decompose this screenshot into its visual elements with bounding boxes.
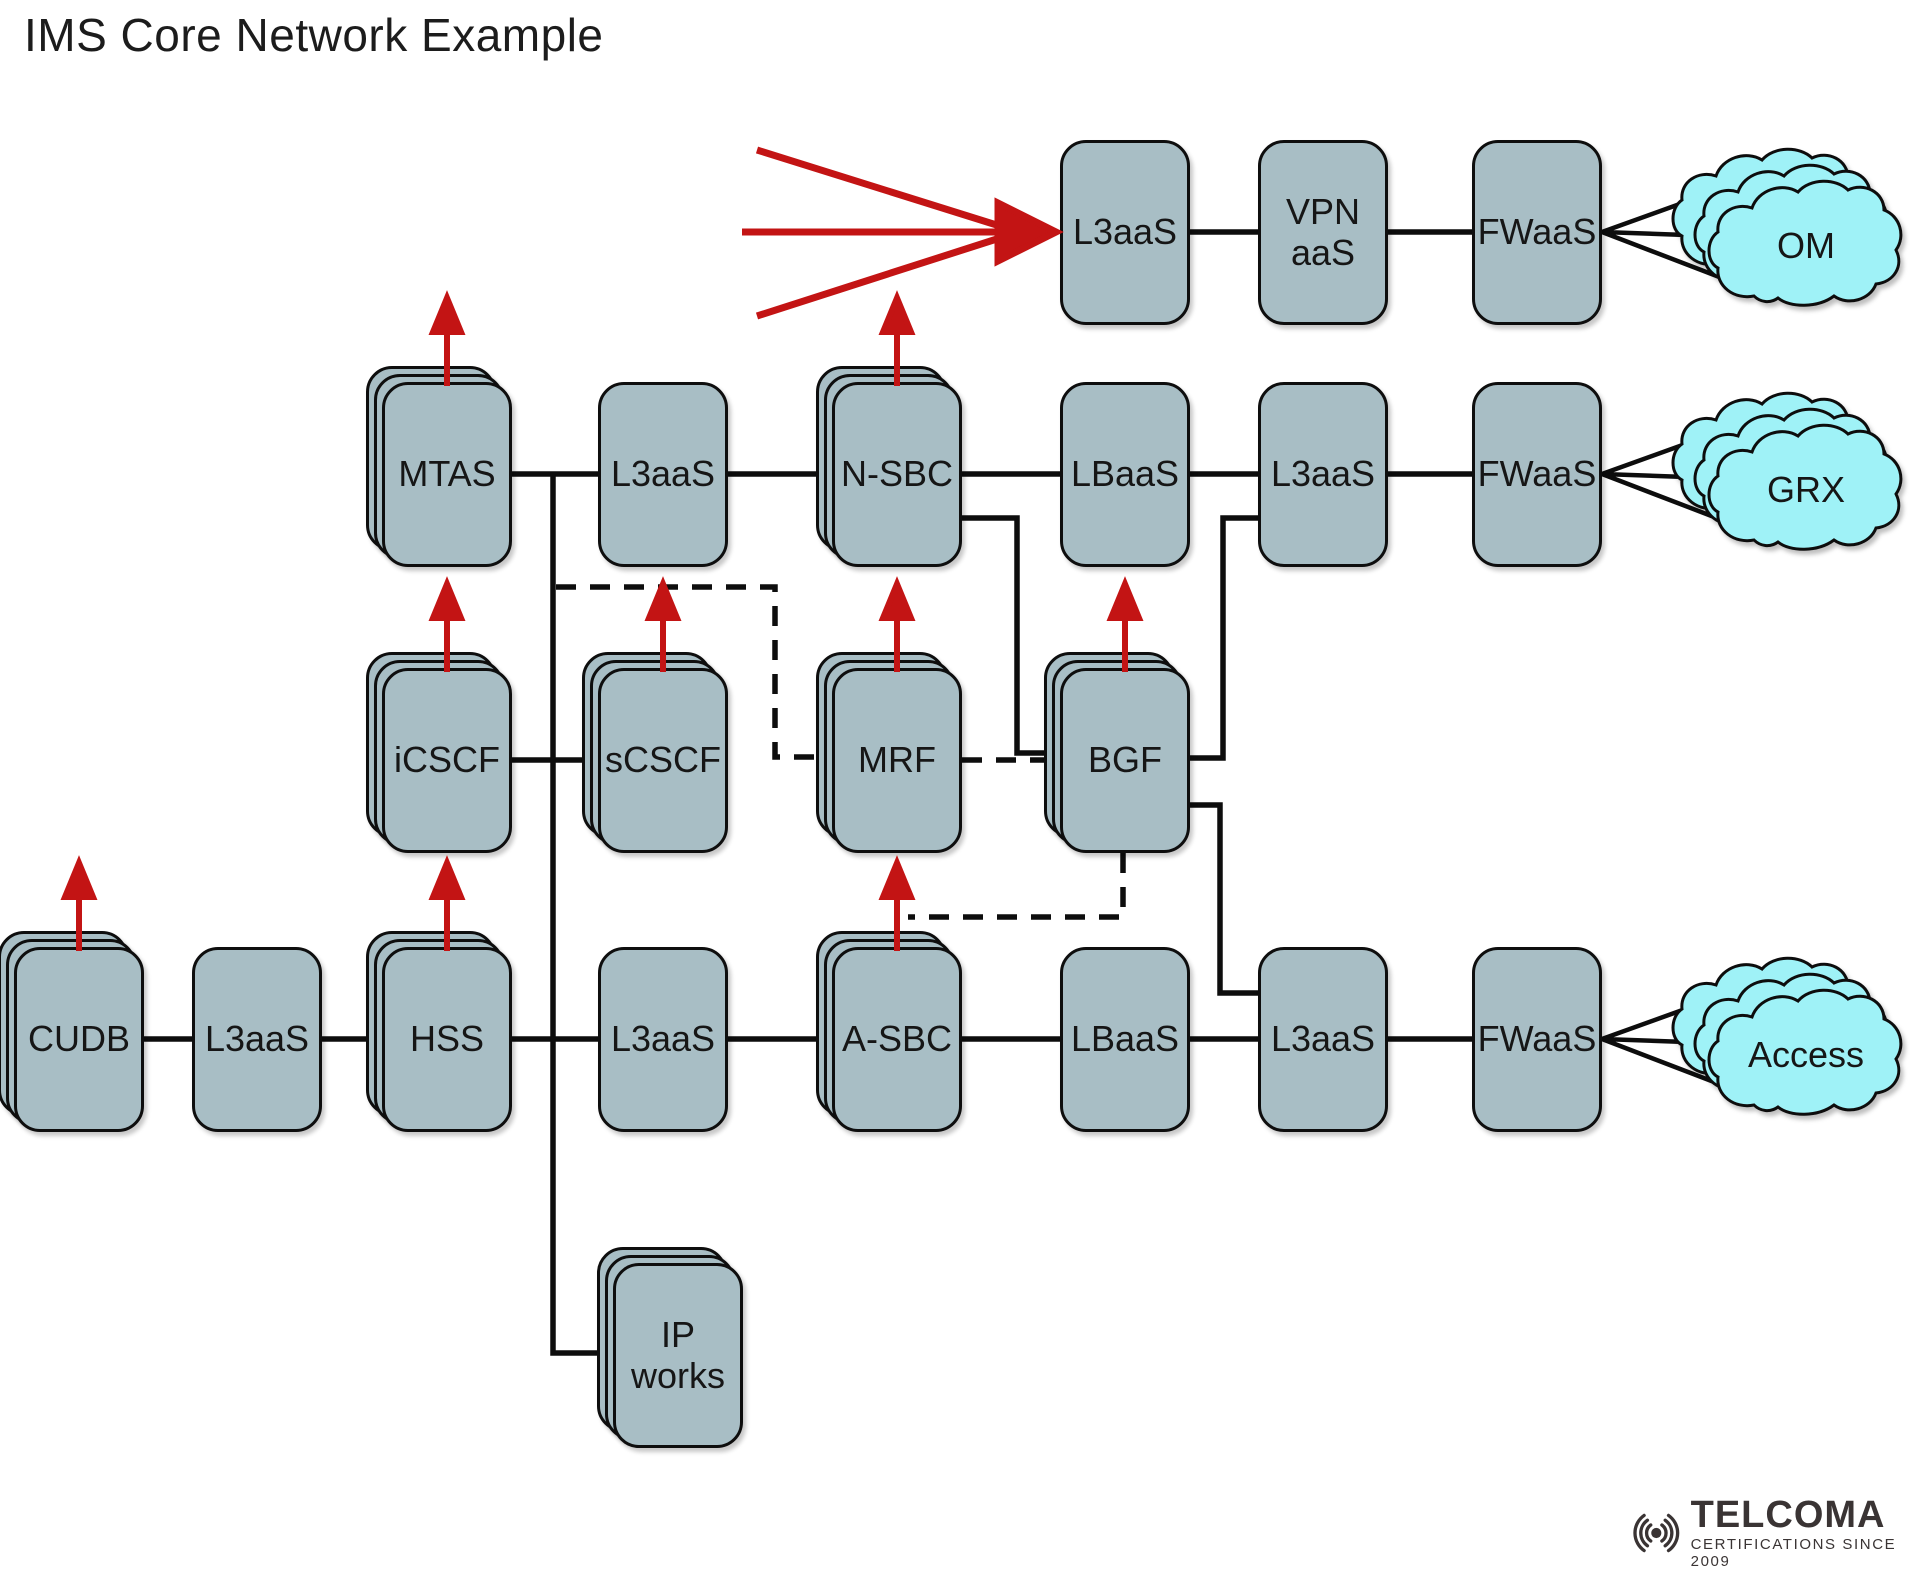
node-face: MTAS	[382, 382, 512, 567]
node-face: A-SBC	[832, 947, 962, 1132]
node-label: FWaaS	[1477, 211, 1597, 253]
node-label: L3aaS	[1072, 211, 1178, 253]
node-label: BGF	[1087, 739, 1162, 781]
node-label: MTAS	[398, 453, 496, 495]
node-nsbc: N-SBC	[816, 366, 962, 567]
node-label: L3aaS	[610, 453, 716, 495]
node-ipworks: IP works	[597, 1247, 743, 1448]
node-label: LBaaS	[1070, 1018, 1180, 1060]
node-label: LBaaS	[1070, 453, 1180, 495]
node-face: LBaaS	[1060, 382, 1190, 567]
fan-access	[1601, 1000, 1723, 1088]
node-fwaas-1: FWaaS	[1472, 140, 1602, 325]
node-mrf: MRF	[816, 652, 962, 853]
node-l3aas-c: L3aaS	[598, 947, 728, 1132]
om-cloud	[1671, 147, 1903, 307]
node-label: iCSCF	[394, 739, 500, 781]
logo-brand-text: TELCOMA	[1690, 1494, 1886, 1536]
node-hss: HSS	[366, 931, 512, 1132]
om-cloud-label: OM	[1777, 225, 1835, 266]
grx-cloud-label: GRX	[1767, 469, 1845, 510]
node-bgf: BGF	[1044, 652, 1190, 853]
fan-grx	[1601, 435, 1723, 523]
cloud-fan-lines	[1601, 193, 1723, 1088]
node-l3aas-d: L3aaS	[1258, 382, 1388, 567]
connector-bgf-l3aas-bottom	[1190, 802, 1258, 996]
ingress-arrow	[742, 146, 1064, 320]
node-vpnaas: VPN aaS	[1258, 140, 1388, 325]
node-face: IP works	[613, 1263, 743, 1448]
node-label: MRF	[858, 739, 936, 781]
node-face: L3aaS	[1258, 947, 1388, 1132]
node-face: iCSCF	[382, 668, 512, 853]
node-label: IP works	[630, 1314, 725, 1396]
access-cloud-label: Access	[1748, 1034, 1864, 1075]
connector-trunk-to-ipworks	[550, 474, 613, 1356]
grx-cloud	[1671, 391, 1903, 551]
node-label: CUDB	[27, 1018, 130, 1060]
node-face: L3aaS	[1060, 140, 1190, 325]
access-cloud	[1671, 956, 1903, 1116]
logo-tagline: CERTIFICATIONS SINCE 2009	[1690, 1536, 1897, 1570]
node-face: HSS	[382, 947, 512, 1132]
dashed-bgf-asbc	[908, 853, 1126, 920]
node-label: L3aaS	[610, 1018, 716, 1060]
node-l3aas-a: L3aaS	[192, 947, 322, 1132]
node-face: L3aaS	[192, 947, 322, 1132]
node-face: N-SBC	[832, 382, 962, 567]
node-face: FWaaS	[1472, 947, 1602, 1132]
node-lbaas-top: LBaaS	[1060, 382, 1190, 567]
node-l3aas-top: L3aaS	[1060, 140, 1190, 325]
node-label: sCSCF	[605, 739, 721, 781]
connector-l3aas-bgf	[1190, 515, 1258, 761]
fan-om	[1601, 193, 1723, 281]
node-label: L3aaS	[204, 1018, 310, 1060]
node-face: L3aaS	[598, 947, 728, 1132]
node-mtas: MTAS	[366, 366, 512, 567]
node-face: L3aaS	[1258, 382, 1388, 567]
node-l3aas-e: L3aaS	[1258, 947, 1388, 1132]
node-face: sCSCF	[598, 668, 728, 853]
node-face: L3aaS	[598, 382, 728, 567]
node-l3aas-b: L3aaS	[598, 382, 728, 567]
node-fwaas-2: FWaaS	[1472, 382, 1602, 567]
node-face: LBaaS	[1060, 947, 1190, 1132]
node-label: A-SBC	[841, 1018, 953, 1060]
node-label: VPN aaS	[1285, 191, 1361, 273]
node-label: L3aaS	[1270, 453, 1376, 495]
node-fwaas-3: FWaaS	[1472, 947, 1602, 1132]
signal-waves-icon	[1633, 1513, 1680, 1553]
node-asbc: A-SBC	[816, 931, 962, 1132]
node-label: N-SBC	[840, 453, 953, 495]
page-title: IMS Core Network Example	[24, 9, 604, 61]
node-label: FWaaS	[1477, 1018, 1597, 1060]
node-lbaas-bot: LBaaS	[1060, 947, 1190, 1132]
node-icscf: iCSCF	[366, 652, 512, 853]
node-cudb: CUDB	[0, 931, 144, 1132]
node-scscf: sCSCF	[582, 652, 728, 853]
node-face: FWaaS	[1472, 382, 1602, 567]
node-face: VPN aaS	[1258, 140, 1388, 325]
node-label: HSS	[409, 1018, 485, 1060]
node-label: FWaaS	[1477, 453, 1597, 495]
node-face: FWaaS	[1472, 140, 1602, 325]
telcoma-logo: TELCOMA CERTIFICATIONS SINCE 2009	[1628, 1496, 1920, 1570]
node-label: L3aaS	[1270, 1018, 1376, 1060]
node-face: BGF	[1060, 668, 1190, 853]
node-face: MRF	[832, 668, 962, 853]
node-face: CUDB	[14, 947, 144, 1132]
